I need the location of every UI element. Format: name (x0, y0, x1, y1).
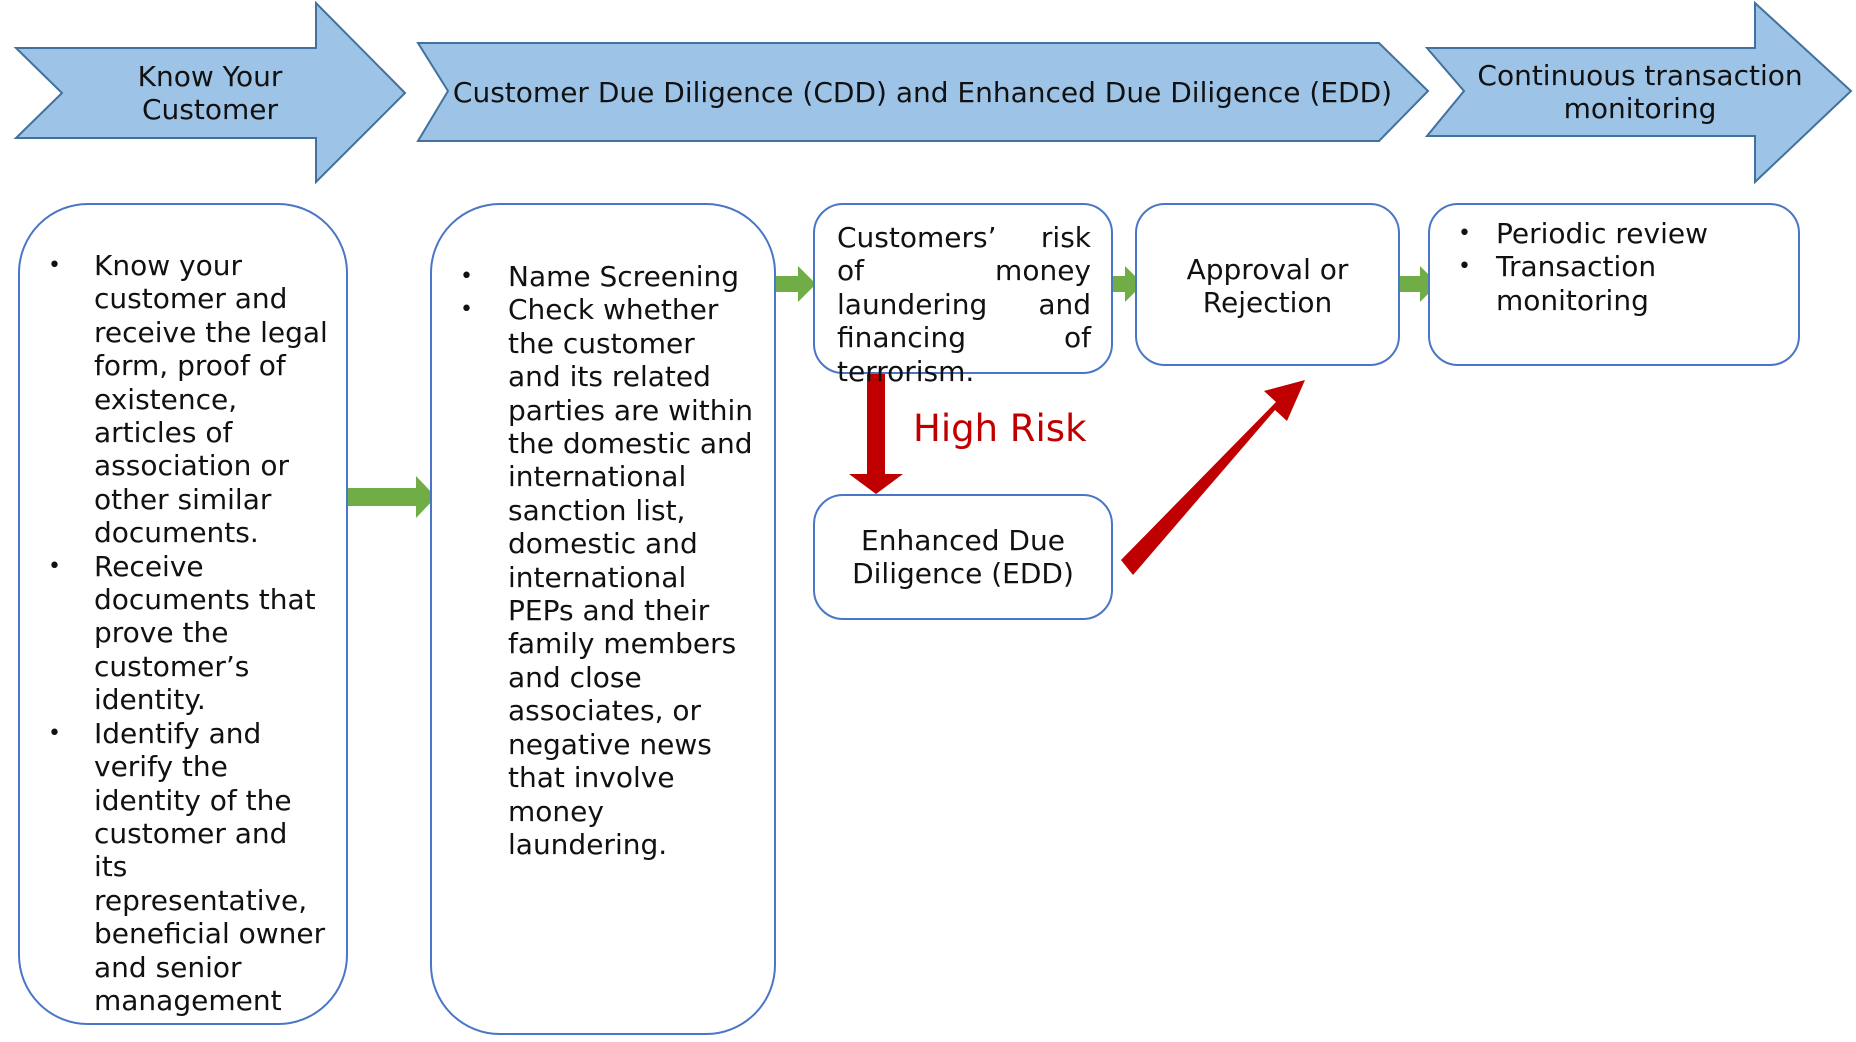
flow-arrow-risk-to-approval (1103, 266, 1143, 302)
edd-text-line: Enhanced Due (861, 523, 1065, 557)
stage-label-line: Customer (141, 93, 278, 126)
risk-assessment-text: Customers’ risk of money laundering and … (837, 221, 1091, 388)
flow-arrow-kyc-to-screening (342, 476, 436, 518)
stage-label-line: Know Your (137, 60, 283, 93)
monitoring-bullet-list: Periodic review Transaction monitoring (1430, 217, 1778, 317)
monitoring-bullet: Periodic review (1430, 217, 1778, 251)
stage-arrow-kyc (13, 0, 407, 185)
kyc-box: Know your customer and receive the legal… (18, 203, 348, 1025)
edd-box: Enhanced Due Diligence (EDD) (813, 494, 1113, 620)
approval-box: Approval or Rejection (1135, 203, 1400, 366)
high-risk-label: High Risk (913, 407, 1087, 450)
screening-bullet-list: Name Screening Check whether the custome… (432, 260, 754, 861)
screening-bullet: Name Screening (432, 260, 754, 294)
risk-assessment-box: Customers’ risk of money laundering and … (813, 203, 1113, 388)
stage-label-monitoring: Continuous transaction monitoring (1465, 48, 1815, 136)
kyc-bullet-list: Know your customer and receive the legal… (20, 249, 328, 1017)
stage-arrow-cdd-edd (416, 42, 1430, 142)
kyc-bullet: Know your customer and receive the legal… (20, 249, 328, 550)
stage-label-kyc: Know Your Customer (100, 48, 320, 138)
monitoring-box: Periodic review Transaction monitoring (1428, 203, 1800, 366)
screening-bullet: Check whether the customer and its relat… (432, 293, 754, 861)
edd-text-line: Diligence (EDD) (852, 557, 1074, 590)
approval-text-line: Approval or (1186, 253, 1349, 286)
flow-arrow-screening-to-risk (776, 266, 816, 302)
stage-label-line: Customer Due Diligence (CDD) and Enhance… (452, 75, 1393, 109)
high-risk-down-arrow (849, 374, 903, 494)
monitoring-bullet: Transaction monitoring (1430, 250, 1676, 317)
kyc-bullet: Receive documents that prove the custome… (20, 550, 328, 717)
kyc-bullet: Identify and verify the identity of the … (20, 717, 328, 1018)
stage-label-cdd-edd: Customer Due Diligence (CDD) and Enhance… (450, 43, 1395, 141)
screening-box: Name Screening Check whether the custome… (430, 203, 776, 1035)
stage-arrow-monitoring (1424, 0, 1853, 185)
edd-to-approval-arrow (1121, 380, 1305, 575)
approval-text-line: Rejection (1202, 286, 1333, 320)
stage-label-line: Continuous transaction (1477, 59, 1803, 92)
stage-label-line: monitoring (1563, 92, 1717, 125)
